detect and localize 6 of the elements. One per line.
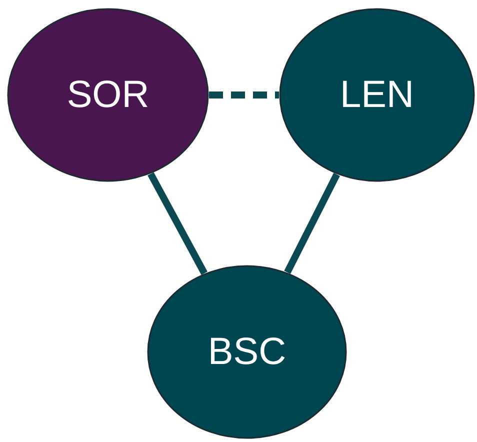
connector-line xyxy=(284,172,340,274)
node-label: BSC xyxy=(208,330,286,374)
connector-line xyxy=(148,172,208,275)
node-label: SOR xyxy=(66,74,150,116)
node-label: LEN xyxy=(340,74,414,116)
dashed-connector xyxy=(209,92,279,98)
